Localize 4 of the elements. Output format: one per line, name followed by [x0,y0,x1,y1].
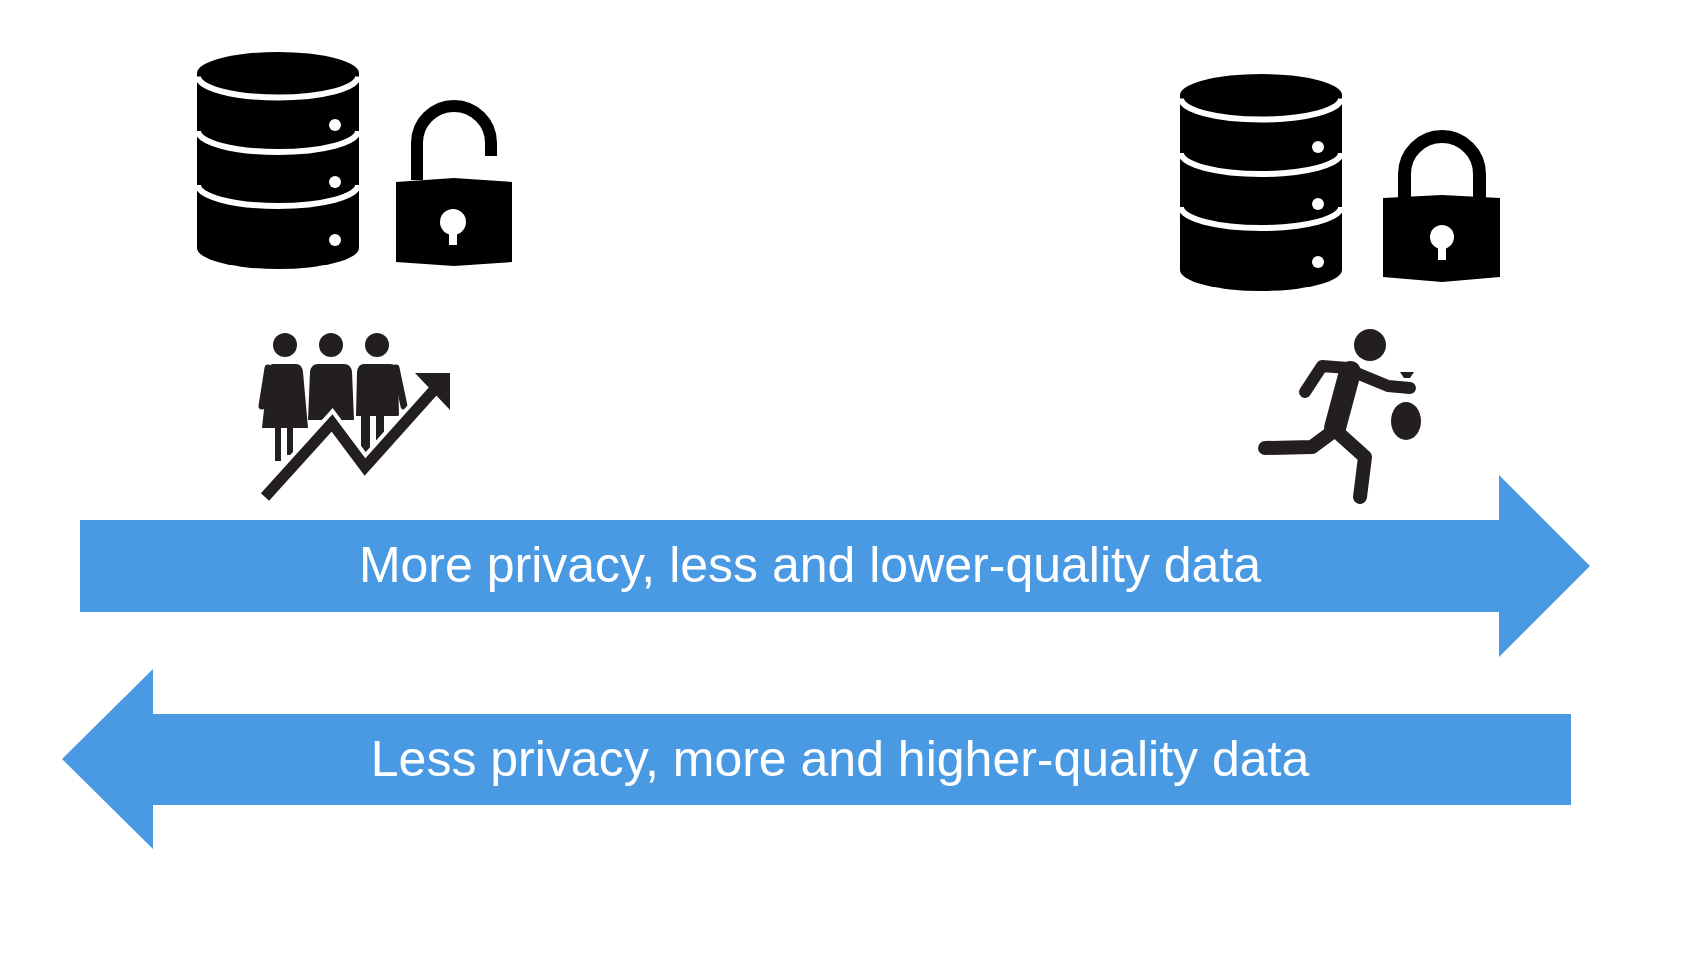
arrow-label: More privacy, less and lower-quality data [358,537,1262,595]
block-arrow [80,475,1590,657]
arrow-label: Less privacy, more and higher-quality data [370,730,1310,789]
block-arrow [62,669,1571,849]
